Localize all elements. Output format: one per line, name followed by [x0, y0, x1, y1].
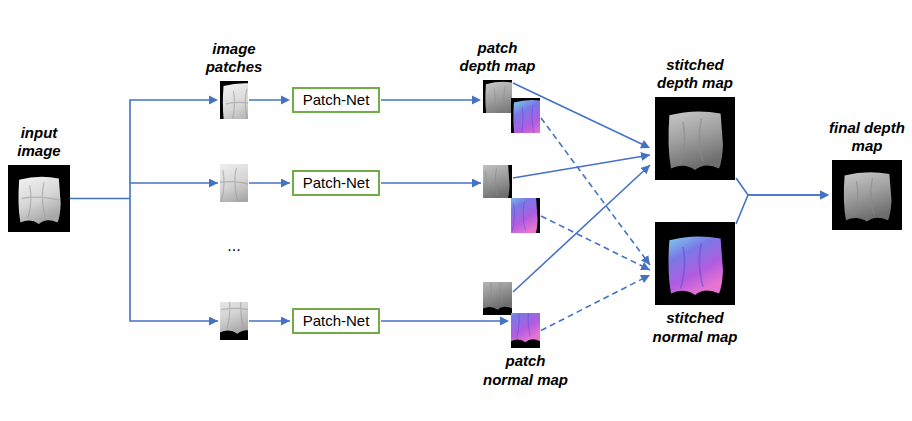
connector [736, 178, 829, 200]
connector [249, 96, 290, 105]
image-patch: image patches [220, 81, 248, 119]
arrow-head [640, 140, 650, 148]
image-heading: patch depth map [458, 39, 538, 77]
connector-line [513, 83, 643, 145]
arrow-head [820, 191, 829, 200]
connector-line [541, 279, 643, 331]
stitched-depth-map: stitched depth map [655, 97, 735, 180]
network-box: Patch-Net [292, 170, 380, 196]
connector-line [736, 178, 821, 195]
image-heading: stitched normal map [650, 309, 740, 347]
image-heading: patch normal map [481, 352, 571, 390]
box-label: Patch-Net [303, 312, 370, 330]
connector-line [249, 99, 282, 101]
image-heading: stitched depth map [655, 56, 735, 94]
connector [736, 191, 829, 225]
image-heading: final depth map [828, 119, 906, 157]
final-depth-map: final depth map [832, 160, 902, 230]
connector-line [736, 195, 821, 224]
arrow-head [281, 96, 290, 105]
arrow-head [472, 96, 481, 105]
arrow-head [209, 96, 218, 105]
arrow-head [500, 317, 509, 326]
patch-depth-map: patch depth map [483, 80, 512, 113]
box-label: Patch-Net [303, 174, 370, 192]
input-image: input image [8, 165, 70, 232]
network-box: Patch-Net [292, 308, 380, 334]
connector-line [381, 320, 501, 322]
image-heading: input image [9, 124, 69, 162]
connector [513, 83, 650, 148]
network-box: Patch-Net [292, 87, 380, 113]
box-label: Patch-Net [303, 91, 370, 109]
patch-normal-map: patch normal map [511, 313, 540, 348]
connector [541, 275, 650, 331]
connector-line [70, 100, 210, 199]
arrow-head [820, 191, 829, 200]
connector [70, 96, 218, 199]
connector [381, 317, 509, 326]
ellipsis: ... [227, 236, 240, 255]
arrow-head [640, 275, 650, 283]
connector-line [381, 99, 473, 101]
image-heading: image patches [199, 40, 269, 78]
connector [381, 96, 481, 105]
stitched-normal-map: stitched normal map [655, 222, 735, 305]
